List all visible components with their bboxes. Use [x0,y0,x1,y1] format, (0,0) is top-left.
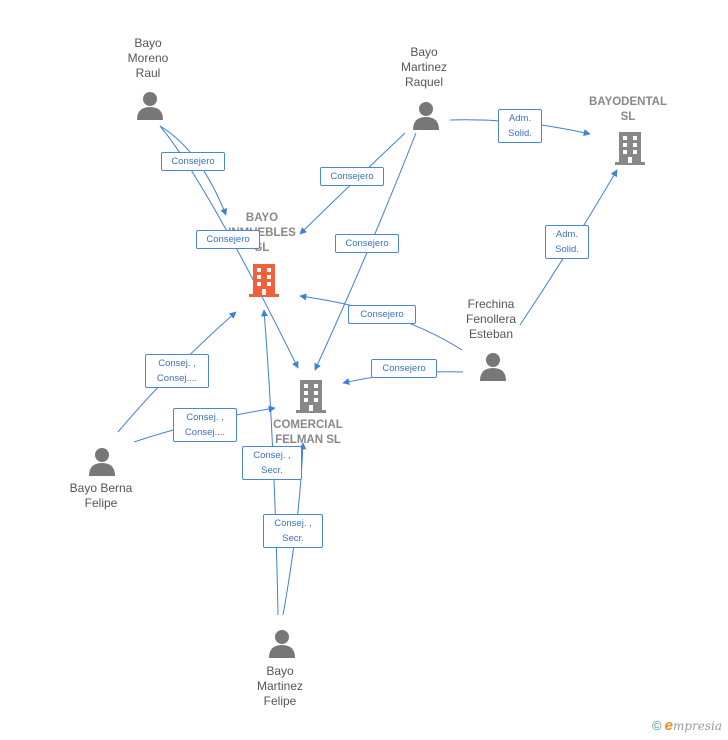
person-icon[interactable] [88,446,116,476]
brand-logo: empresia [665,717,722,734]
node-label-bayo-berna-felipe[interactable]: Bayo Berna Felipe [69,481,133,510]
node-label-bayo-moreno-raul[interactable]: Bayo Moreno Raul [127,36,169,80]
edge-raul-felman [159,125,299,369]
person-icon[interactable] [136,90,164,120]
edge-label-berna-felman[interactable]: Consej. , Consej.... [173,408,237,442]
person-icon[interactable] [268,628,296,658]
brand-initial: e [664,717,673,734]
node-label-bayo-martinez-felipe[interactable]: Bayo Martinez Felipe [256,664,303,708]
building-icon[interactable] [247,262,281,298]
edge-label-frechina-inmuebles[interactable]: Consejero [348,305,416,324]
edge-label-frechina-bayodental[interactable]: Adm. Solid. [545,225,589,259]
building-icon[interactable] [613,130,647,166]
copyright-symbol: © [652,718,662,733]
edge-label-raquel-inmuebles[interactable]: Consejero [320,167,384,186]
edge-label-berna-inmuebles[interactable]: Consej. , Consej.... [145,354,209,388]
person-icon[interactable] [479,351,507,381]
edge-label-felipe-inmuebles[interactable]: Consej. , Secr. [242,446,302,480]
brand-name: mpresia [672,719,722,733]
footer-brand: © empresia [652,717,722,734]
edge-label-raquel-felman[interactable]: Consejero [335,234,399,253]
edge-label-raquel-bayodental[interactable]: Adm. Solid. [498,109,542,143]
node-label-bayo-martinez-raquel[interactable]: Bayo Martinez Raquel [400,45,447,89]
node-label-comercial-felman[interactable]: COMERCIAL FELMAN SL [273,419,343,446]
node-label-frechina[interactable]: Frechina Fenollera Esteban [465,297,517,341]
building-icon[interactable] [294,378,328,414]
edge-label-frechina-felman[interactable]: Consejero [371,359,437,378]
edge-label-raul-felman[interactable]: Consejero [196,230,260,249]
edge-label-raul-inmuebles[interactable]: Consejero [161,152,225,171]
node-label-bayodental[interactable]: BAYODENTAL SL [589,96,667,123]
person-icon[interactable] [412,100,440,130]
edge-label-felipe-felman[interactable]: Consej. , Secr. [263,514,323,548]
